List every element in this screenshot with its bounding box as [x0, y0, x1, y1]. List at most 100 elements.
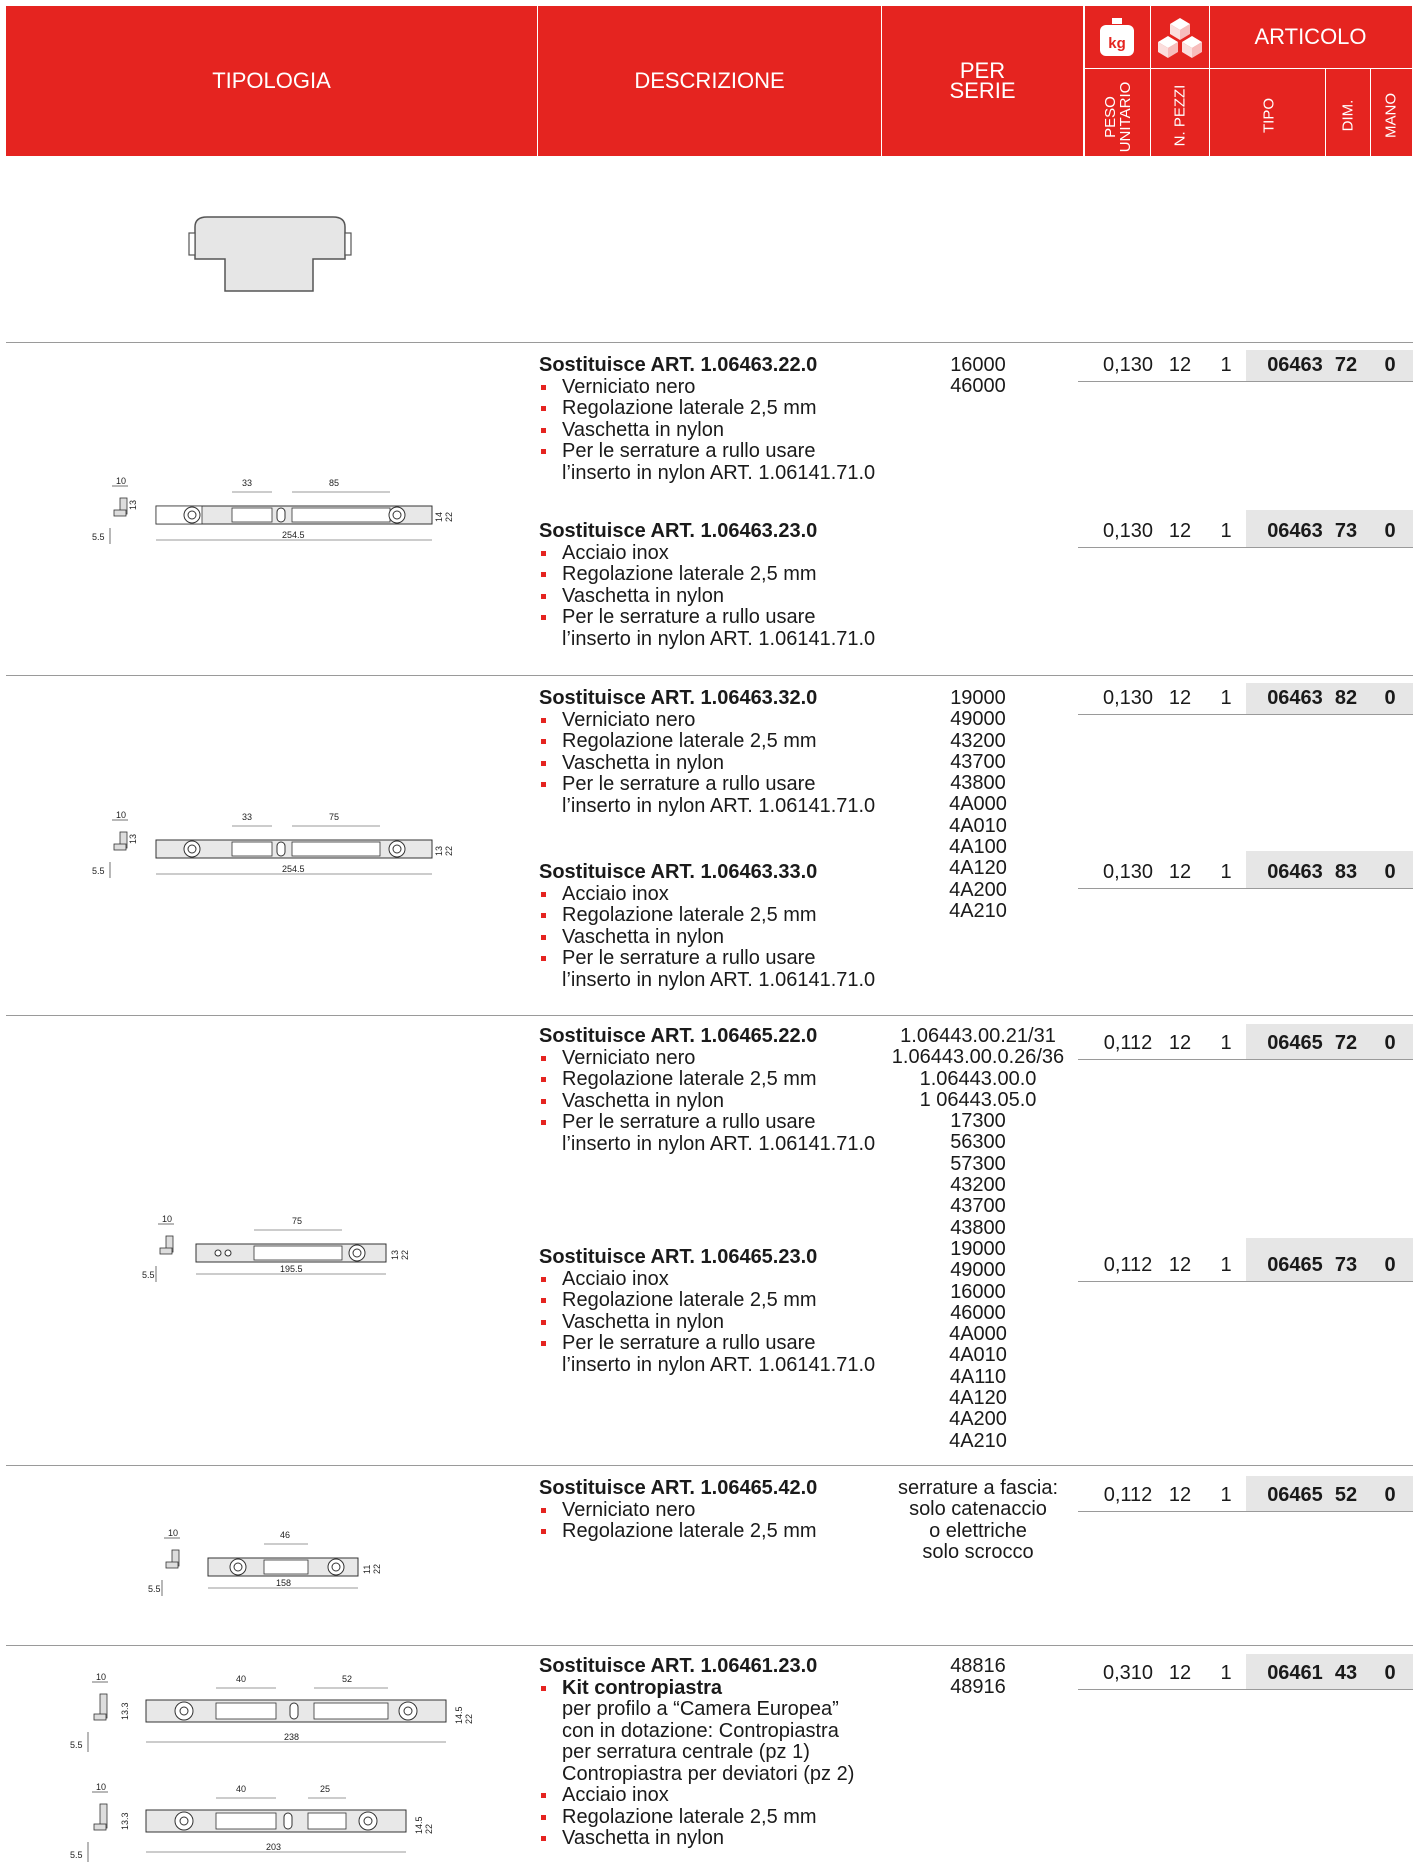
- bullet-continuation: per serratura centrale (pz 1): [562, 1741, 810, 1763]
- dim-label: 13.3: [120, 1812, 130, 1830]
- bullet: Regolazione laterale 2,5 mm: [539, 1289, 875, 1312]
- qty-value: 1: [1220, 861, 1232, 883]
- series-item: 49000: [950, 708, 1006, 731]
- section-1-series: 16000 46000: [873, 354, 1083, 398]
- series-item: 1.06443.00.0.26/36: [891, 1046, 1065, 1069]
- tipo-value: 06463: [1267, 520, 1323, 542]
- series-item: 46000: [950, 1301, 1006, 1324]
- bullet: Regolazione laterale 2,5 mm: [539, 397, 875, 420]
- header-peso-line2: UNITARIO: [1117, 81, 1134, 153]
- strike-plate-drawing: 10 5.5 46 11 22 158: [148, 1522, 428, 1607]
- bullet: Vaschetta in nylon: [539, 1090, 875, 1113]
- dim-label: 75: [329, 812, 339, 822]
- series-item: 4A200: [949, 1408, 1007, 1431]
- table-header: TIPOLOGIA DESCRIZIONE PER SERIE kg ARTIC…: [6, 6, 1413, 156]
- dim-label: 14.5: [414, 1816, 424, 1834]
- header-per-serie: PER SERIE: [882, 6, 1084, 156]
- kit-strike-plate-drawing-1: 10 5.5 13.3 40 52 14.5 22 238: [70, 1668, 490, 1763]
- header-descrizione: DESCRIZIONE: [538, 6, 882, 156]
- qty-value: 1: [1220, 687, 1232, 709]
- mano-value: 0: [1384, 687, 1396, 709]
- header-per-serie-line2: SERIE: [949, 78, 1016, 103]
- series-item: 57300: [950, 1152, 1006, 1175]
- series-item: 4A100: [949, 836, 1007, 859]
- dim-label: 5.5: [70, 1850, 83, 1860]
- dim-label: 13: [434, 846, 444, 856]
- series-item: 17300: [950, 1110, 1006, 1133]
- bullet-continuation: l’inserto in nylon ART. 1.06141.71.0: [562, 968, 876, 991]
- n-pezzi-value: 12: [1168, 861, 1192, 883]
- dim-label: 85: [329, 478, 339, 488]
- n-pezzi-value: 12: [1168, 520, 1192, 542]
- dim-label: 10: [96, 1782, 106, 1792]
- section-3-series: 1.06443.00.21/31 1.06443.00.0.26/36 1.06…: [873, 1025, 1083, 1452]
- dim-label: 14.5: [454, 1706, 464, 1724]
- series-item: 4A200: [949, 878, 1007, 901]
- item-title: Sostituisce ART. 1.06465.23.0: [539, 1246, 818, 1268]
- series-item: 4A000: [949, 793, 1007, 816]
- series-item: 43700: [950, 750, 1006, 773]
- bullet: Verniciato nero: [539, 1499, 817, 1522]
- qty-value: 1: [1220, 354, 1232, 376]
- dim-label: 22: [424, 1824, 434, 1834]
- series-item: 1.06443.00.21/31: [900, 1025, 1056, 1047]
- bullet: Vaschetta in nylon: [539, 419, 875, 442]
- bullet: Kit contropiastra: [539, 1677, 854, 1700]
- qty-value: 1: [1220, 1484, 1232, 1506]
- n-pezzi-value: 12: [1168, 1662, 1192, 1684]
- bullet-continuation: l’inserto in nylon ART. 1.06141.71.0: [562, 794, 876, 817]
- strike-plate-drawing: 10 5.5 13 33 75 13 22 254.5: [92, 804, 472, 889]
- header-articolo: ARTICOLO: [1254, 24, 1367, 49]
- series-item: 4A110: [949, 1365, 1007, 1388]
- mano-value: 0: [1384, 1032, 1396, 1054]
- peso-value: 0,130: [1102, 520, 1154, 542]
- section-3-item-1-description: Sostituisce ART. 1.06465.22.0 Verniciato…: [539, 1025, 875, 1155]
- item-title: Sostituisce ART. 1.06463.33.0: [539, 861, 818, 883]
- header-peso-line1: PESO: [1102, 96, 1119, 138]
- item-title: Sostituisce ART. 1.06463.23.0: [539, 520, 818, 542]
- item-title: Sostituisce ART. 1.06461.23.0: [539, 1655, 818, 1677]
- bullet: Acciaio inox: [539, 1784, 854, 1807]
- dim-value: 82: [1334, 687, 1358, 709]
- series-item: 46000: [950, 375, 1006, 398]
- section-1-item-1-description: Sostituisce ART. 1.06463.22.0 Verniciato…: [539, 354, 875, 484]
- series-item: 19000: [950, 1237, 1006, 1260]
- tipo-value: 06461: [1267, 1662, 1323, 1684]
- bullet: Per le serrature a rullo usare: [539, 440, 875, 463]
- dim-label: 5.5: [92, 532, 105, 542]
- bullet: Acciaio inox: [539, 542, 875, 565]
- dim-label: 22: [444, 846, 454, 856]
- series-item: 43700: [950, 1195, 1006, 1218]
- dim-label: 33: [242, 812, 252, 822]
- bullet-continuation: per profilo a “Camera Europea”: [562, 1698, 839, 1720]
- header-mano: MANO: [1382, 93, 1400, 138]
- mano-value: 0: [1384, 861, 1396, 883]
- dim-label: 40: [236, 1784, 246, 1794]
- dim-value: 73: [1334, 520, 1358, 542]
- dim-label: 40: [236, 1674, 246, 1684]
- tipo-value: 06465: [1267, 1254, 1323, 1276]
- item-title: Sostituisce ART. 1.06463.22.0: [539, 354, 818, 376]
- bullet: Vaschetta in nylon: [539, 1827, 854, 1850]
- dim-label: 203: [266, 1842, 281, 1852]
- section-2-series: 19000 49000 43200 43700 43800 4A000 4A01…: [873, 687, 1083, 922]
- n-pezzi-value: 12: [1168, 1484, 1192, 1506]
- bullet: Regolazione laterale 2,5 mm: [539, 904, 875, 927]
- bullet: Verniciato nero: [539, 1047, 875, 1070]
- bullet: Vaschetta in nylon: [539, 926, 875, 949]
- dim-label: 254.5: [282, 530, 305, 540]
- strike-plate-drawing: 10 5.5 13 33 85 14 22 254.5: [92, 470, 472, 555]
- item-title: Sostituisce ART. 1.06465.42.0: [539, 1477, 818, 1499]
- series-item: 43800: [950, 772, 1006, 795]
- n-pezzi-value: 12: [1168, 1032, 1192, 1054]
- dim-value: 83: [1334, 861, 1358, 883]
- dim-label: 254.5: [282, 864, 305, 874]
- bullet: Per le serrature a rullo usare: [539, 606, 875, 629]
- mano-value: 0: [1384, 1484, 1396, 1506]
- series-item: 4A010: [949, 1344, 1007, 1367]
- dim-label: 14: [434, 512, 444, 522]
- tipo-value: 06465: [1267, 1484, 1323, 1506]
- bullet: Acciaio inox: [539, 883, 875, 906]
- peso-value: 0,112: [1103, 1254, 1153, 1276]
- peso-value: 0,130: [1102, 687, 1154, 709]
